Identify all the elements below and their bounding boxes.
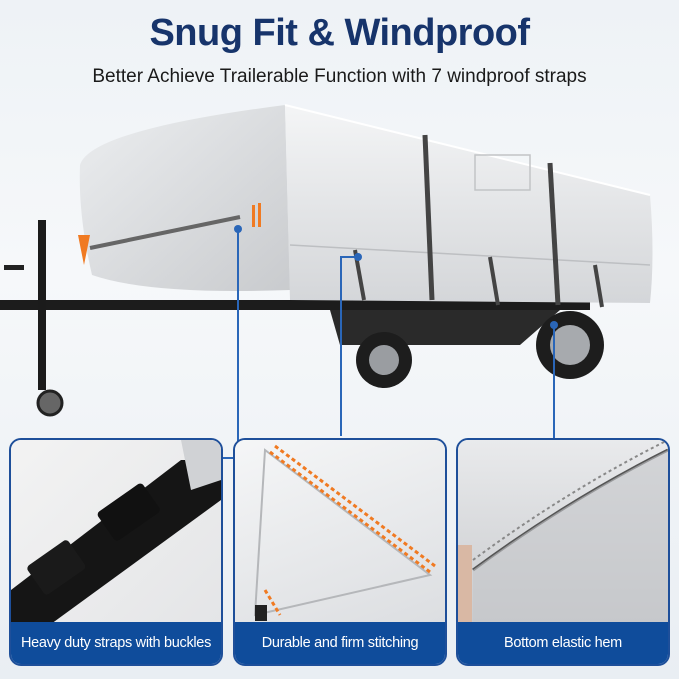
feature-panel-straps: Heavy duty straps with buckles bbox=[9, 438, 223, 666]
callout-dot-stitch bbox=[354, 253, 362, 261]
callout-line bbox=[553, 325, 555, 440]
buckle-strap-image bbox=[11, 440, 221, 624]
stitching-image bbox=[235, 440, 445, 622]
feature-caption: Bottom elastic hem bbox=[458, 622, 668, 664]
trailer-illustration bbox=[0, 95, 679, 459]
feature-panel-hem: Bottom elastic hem bbox=[456, 438, 670, 666]
feature-panel-stitching: Durable and firm stitching bbox=[233, 438, 447, 666]
callout-line bbox=[237, 229, 239, 459]
page-subtitle: Better Achieve Trailerable Function with… bbox=[92, 66, 587, 87]
feature-caption: Durable and firm stitching bbox=[235, 622, 445, 664]
feature-caption: Heavy duty straps with buckles bbox=[11, 622, 221, 664]
elastic-hem-image bbox=[458, 440, 668, 624]
callout-line bbox=[340, 256, 342, 436]
page-title: Snug Fit & Windproof bbox=[149, 12, 530, 54]
callout-line bbox=[340, 256, 356, 258]
